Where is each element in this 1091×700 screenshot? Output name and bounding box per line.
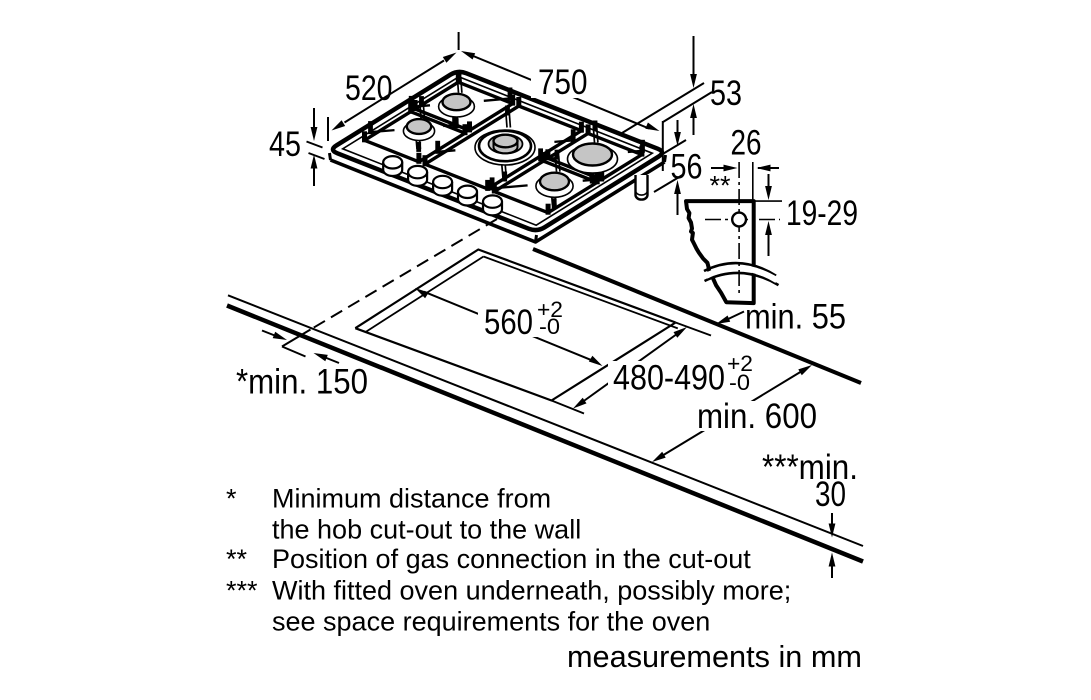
svg-text:+2: +2 [537,297,563,322]
svg-text:*min. 150: *min. 150 [236,363,368,402]
svg-text:19-29: 19-29 [786,194,858,233]
svg-text:the hob cut-out to the wall: the hob cut-out to the wall [272,514,581,544]
svg-text:measurements in mm: measurements in mm [567,639,862,674]
svg-text:750: 750 [538,63,588,102]
svg-text:-0: -0 [729,370,750,395]
svg-text:*: * [226,484,237,514]
svg-text:min. 600: min. 600 [697,397,817,436]
svg-text:***: *** [226,576,258,606]
svg-text:53: 53 [710,74,742,113]
svg-text:**: ** [226,544,248,574]
svg-text:520: 520 [345,69,393,108]
svg-text:min. 55: min. 55 [745,298,846,337]
svg-text:With fitted oven underneath, p: With fitted oven underneath, possibly mo… [272,576,791,606]
svg-text:**: ** [710,171,732,201]
svg-text:30: 30 [815,475,846,514]
svg-text:560: 560 [484,303,533,342]
svg-text:56: 56 [671,148,703,187]
svg-text:45: 45 [269,125,301,164]
svg-text:see space requirements for the: see space requirements for the oven [272,607,710,637]
svg-text:+2: +2 [727,351,753,376]
svg-text:480-490: 480-490 [613,359,725,398]
svg-text:Position of gas connection in: Position of gas connection in the cut-ou… [272,544,751,574]
svg-text:Minimum distance from: Minimum distance from [272,484,551,514]
svg-text:26: 26 [731,124,762,163]
svg-text:-0: -0 [539,314,560,339]
svg-text:***min.: ***min. [762,448,858,487]
